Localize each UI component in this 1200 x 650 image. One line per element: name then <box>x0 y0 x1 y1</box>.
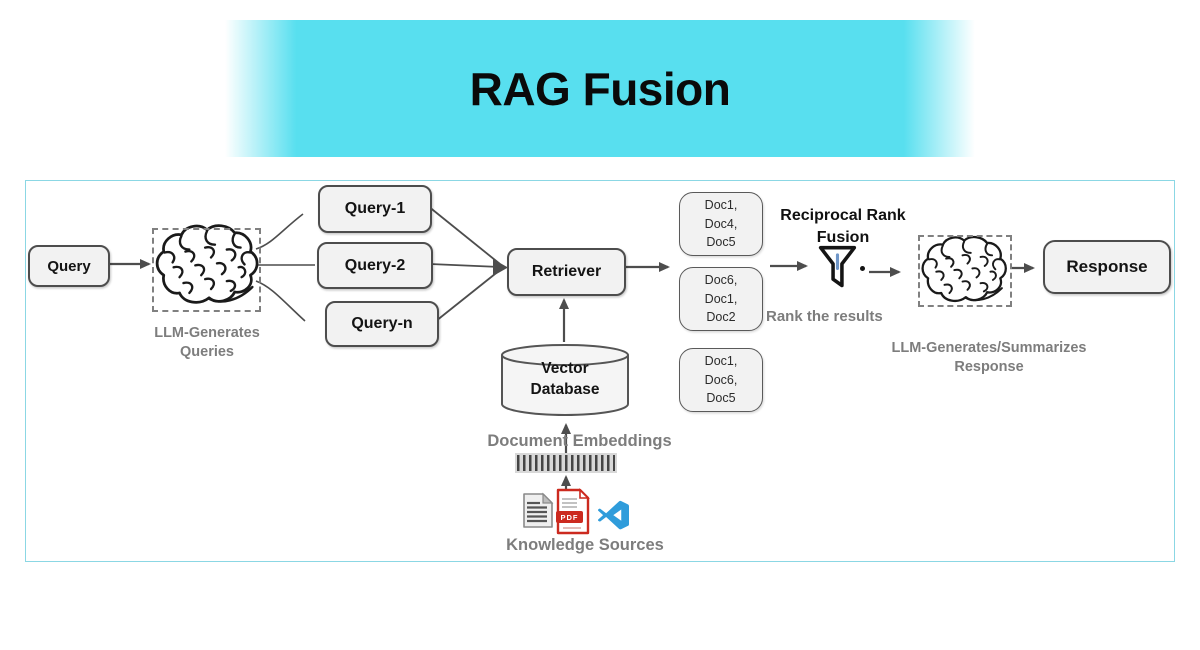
llm-response-dashed-frame <box>918 235 1012 307</box>
query-1-label: Query-1 <box>344 200 406 217</box>
database-cylinder-icon <box>501 344 629 416</box>
knowledge-sources-label: Knowledge Sources <box>506 536 664 554</box>
fanout-llm-to-queries <box>255 213 315 322</box>
query-1-node: Query-1 <box>318 185 432 233</box>
doc-result-1: Doc1, Doc4, Doc5 <box>704 197 738 250</box>
llm-generates-queries-label: LLM-Generates Queries <box>154 325 260 360</box>
converge-queries-to-retriever <box>427 205 501 322</box>
retriever-label: Retriever <box>531 263 602 280</box>
pdf-badge: PDF <box>556 511 583 523</box>
doc-result-box: Doc1, Doc6, Doc5 <box>679 348 763 412</box>
reciprocal-rank-fusion-label: Reciprocal Rank Fusion <box>780 207 906 246</box>
vscode-icon <box>597 500 629 530</box>
response-node: Response <box>1043 240 1171 294</box>
rank-the-results-label: Rank the results <box>766 308 883 325</box>
vector-database-label: Vector Database <box>530 360 600 398</box>
converge-arrowhead <box>493 259 508 276</box>
page-title: RAG Fusion <box>469 62 731 115</box>
query-2-node: Query-2 <box>317 242 433 289</box>
query-n-label: Query-n <box>351 315 413 332</box>
retriever-node: Retriever <box>507 248 626 296</box>
doc-result-2: Doc6, Doc1, Doc2 <box>704 272 738 325</box>
llm-generates-response-label: LLM-Generates/Summarizes Response <box>891 340 1087 375</box>
barcode-icon <box>515 453 617 473</box>
doc-result-3: Doc1, Doc6, Doc5 <box>704 353 738 406</box>
query-label: Query <box>47 257 91 275</box>
doc-result-box: Doc6, Doc1, Doc2 <box>679 267 763 331</box>
funnel-dot <box>860 266 865 271</box>
doc-result-box: Doc1, Doc4, Doc5 <box>679 192 763 256</box>
response-label: Response <box>1066 257 1148 276</box>
document-embeddings-label: Document Embeddings <box>487 432 672 450</box>
title-banner: RAG Fusion <box>225 20 975 157</box>
llm-queries-dashed-frame <box>152 228 261 312</box>
query-2-label: Query-2 <box>344 256 406 274</box>
query-node: Query <box>28 245 110 287</box>
funnel-icon <box>818 245 857 288</box>
document-icon <box>523 492 554 528</box>
query-n-node: Query-n <box>325 301 439 347</box>
